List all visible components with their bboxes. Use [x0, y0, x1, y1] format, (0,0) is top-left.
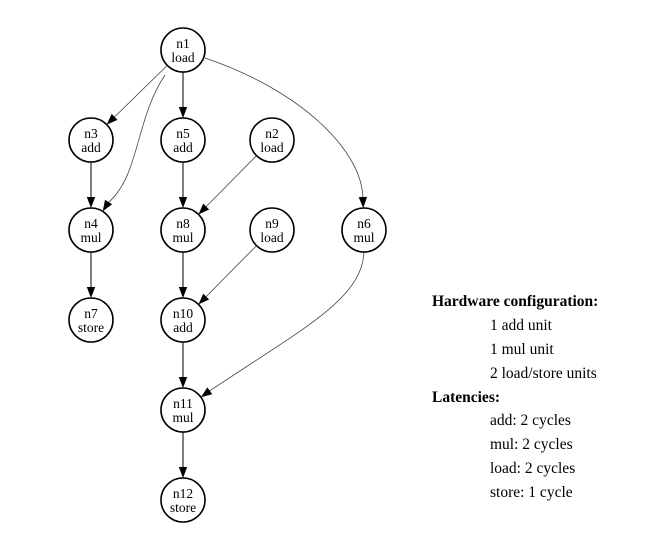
- arrowhead-icon: [86, 287, 96, 298]
- node-circle: [249, 117, 295, 163]
- arrowhead-icon: [106, 113, 118, 125]
- arrowhead-icon: [358, 196, 368, 209]
- node-op-label: load: [171, 50, 194, 65]
- edge-n3-n4: [86, 162, 96, 208]
- edge-n11-n12: [178, 432, 188, 478]
- edge-n10-n11: [178, 342, 188, 388]
- edge-line: [107, 74, 166, 204]
- node-op-label: add: [173, 320, 193, 335]
- edge-line: [205, 155, 257, 208]
- node-op-label: mul: [80, 230, 101, 245]
- latency-item: load: 2 cycles: [490, 460, 576, 477]
- node-op-label: load: [260, 230, 283, 245]
- node-circle: [160, 207, 206, 253]
- edge-n4-n7: [86, 252, 96, 298]
- node-circle: [68, 117, 114, 163]
- node-id-label: n11: [173, 396, 193, 411]
- node-id-label: n1: [176, 36, 190, 51]
- node-id-label: n5: [176, 126, 190, 141]
- node-circle: [160, 387, 206, 433]
- edge-n9-n10: [198, 245, 257, 305]
- edge-n2-n8: [198, 155, 257, 215]
- arrowhead-icon: [178, 377, 188, 388]
- node-op-label: load: [260, 140, 283, 155]
- arrowhead-icon: [178, 197, 188, 208]
- node-op-label: store: [170, 500, 196, 515]
- edge-n5-n8: [178, 162, 188, 208]
- edge-line: [205, 245, 257, 298]
- arrowhead-icon: [198, 293, 210, 305]
- node-id-label: n4: [84, 216, 98, 231]
- node-circle: [68, 207, 114, 253]
- edge-line: [208, 251, 365, 392]
- nodes-layer: n1loadn3addn5addn2loadn4muln8muln9loadn6…: [68, 27, 387, 523]
- edge-n1-n4: [102, 74, 166, 212]
- node-op-label: mul: [353, 230, 374, 245]
- hardware-item: 1 add unit: [490, 316, 552, 334]
- node-id-label: n7: [84, 306, 98, 321]
- arrowhead-icon: [178, 287, 188, 298]
- edge-n1-n3: [106, 65, 168, 125]
- node-op-label: add: [81, 140, 101, 155]
- node-circle: [341, 207, 387, 253]
- node-circle: [249, 207, 295, 253]
- hardware-item: 1 mul unit: [490, 340, 554, 358]
- node-id-label: n10: [173, 306, 194, 321]
- latencies-heading: Latencies:: [432, 388, 501, 406]
- edge-line: [204, 57, 364, 199]
- latency-item: mul: 2 cycles: [490, 436, 573, 453]
- node-op-label: mul: [172, 410, 193, 425]
- arrowhead-icon: [178, 467, 188, 478]
- arrowhead-icon: [200, 387, 213, 398]
- node-circle: [160, 477, 206, 523]
- latency-item: add: 2 cycles: [490, 412, 571, 429]
- edge-n1-n5: [178, 72, 188, 118]
- node-circle: [160, 27, 206, 73]
- node-id-label: n2: [265, 126, 279, 141]
- node-id-label: n8: [176, 216, 190, 231]
- latency-item: store: 1 cycle: [490, 484, 573, 501]
- edge-line: [113, 65, 168, 118]
- node-id-label: n3: [84, 126, 98, 141]
- node-id-label: n9: [265, 216, 279, 231]
- node-circle: [160, 297, 206, 343]
- node-op-label: mul: [172, 230, 193, 245]
- edges-layer: [86, 57, 368, 478]
- node-id-label: n12: [173, 486, 193, 501]
- node-op-label: store: [78, 320, 104, 335]
- arrowhead-icon: [178, 107, 188, 118]
- edge-n8-n10: [178, 252, 188, 298]
- node-circle: [68, 297, 114, 343]
- node-id-label: n6: [357, 216, 371, 231]
- hardware-config-heading: Hardware configuration:: [432, 293, 599, 310]
- arrowhead-icon: [86, 197, 96, 208]
- node-circle: [160, 117, 206, 163]
- edge-n1-n6: [204, 57, 368, 209]
- info-panel: Hardware configuration: 1 add unit 1 mul…: [432, 290, 598, 505]
- arrowhead-icon: [198, 203, 210, 215]
- edge-n6-n11: [200, 251, 365, 398]
- arrowhead-icon: [102, 199, 113, 212]
- hardware-item: 2 load/store units: [490, 364, 597, 382]
- node-op-label: add: [173, 140, 193, 155]
